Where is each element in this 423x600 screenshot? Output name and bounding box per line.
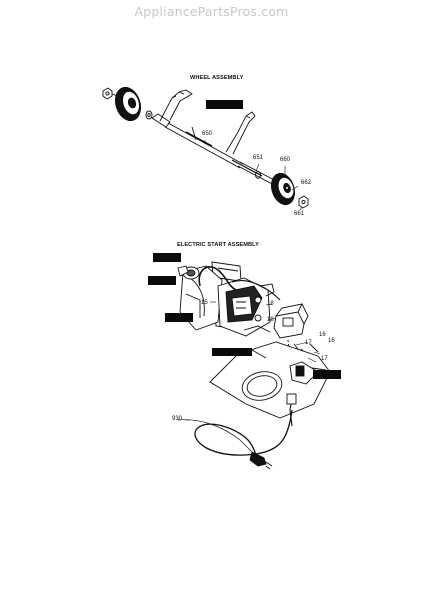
- wheel-frame: [151, 89, 279, 187]
- redacted-label-starter-2: [148, 276, 176, 285]
- part-label-650: 650: [202, 131, 213, 137]
- part-label-15: 15: [201, 300, 208, 306]
- wheel-assembly-title: WHEEL ASSEMBLY: [190, 75, 244, 81]
- part-label-661: 661: [294, 211, 305, 217]
- redacted-label-deck: [212, 348, 252, 356]
- part-label-18-b: 18: [267, 317, 274, 323]
- axle-651: [231, 159, 263, 179]
- right-wheel-nut: [298, 195, 309, 209]
- electric-start-title: ELECTRIC START ASSEMBLY: [177, 242, 259, 248]
- part-label-651: 651: [253, 155, 264, 161]
- starter-wire: [198, 266, 281, 301]
- redacted-label-starter-1: [153, 253, 181, 262]
- part-label-18-a: 18: [267, 301, 274, 307]
- part-label-17-a: 17: [305, 340, 312, 346]
- right-wheel: [270, 172, 296, 206]
- engine-housing: [217, 277, 275, 337]
- redacted-label-switch: [313, 370, 341, 379]
- redacted-label-wheel-handle: [206, 100, 243, 109]
- left-wheel: [111, 86, 142, 122]
- part-label-660: 660: [280, 157, 291, 163]
- redacted-label-starter-3: [165, 313, 193, 322]
- left-wheel-nut: [102, 87, 113, 100]
- extension-cord-930: [177, 393, 297, 470]
- part-label-662: 662: [301, 180, 312, 186]
- part-label-16-a: 16: [319, 332, 326, 338]
- watermark: AppliancePartsPros.com: [134, 4, 289, 19]
- part-label-16-b: 16: [328, 338, 335, 344]
- part-label-17-b: 17: [321, 356, 328, 362]
- part-label-930: 930: [172, 416, 183, 422]
- left-washer: [145, 110, 153, 120]
- switch-box: [273, 303, 309, 339]
